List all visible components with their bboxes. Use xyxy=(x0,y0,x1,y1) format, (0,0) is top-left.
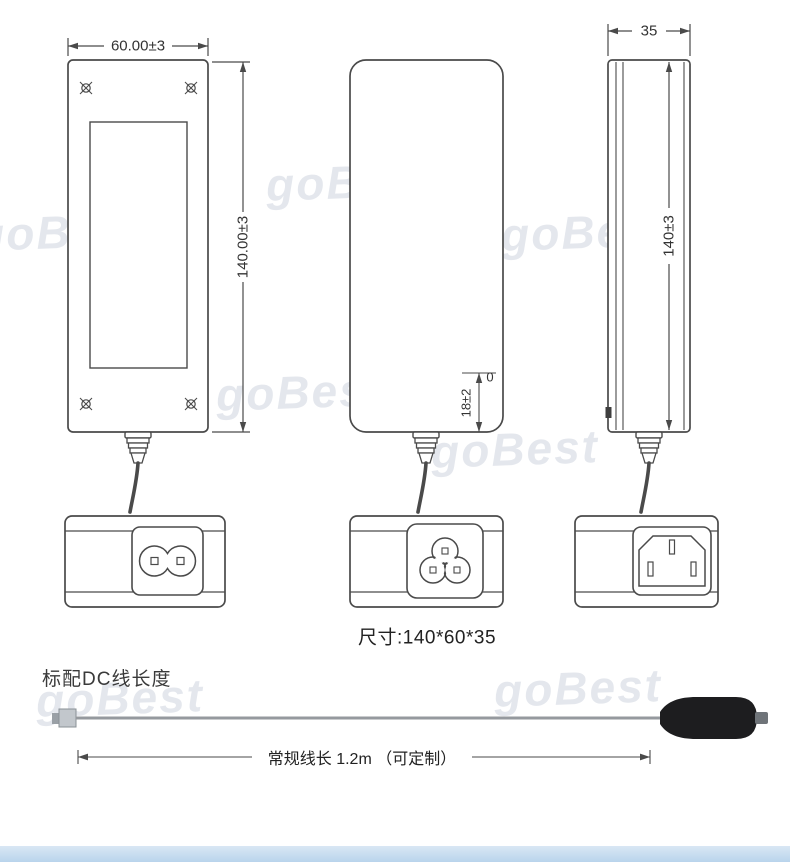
middle-view xyxy=(349,59,504,514)
overall-size-label: 尺寸:140*60*35 xyxy=(357,627,497,649)
middle-body xyxy=(349,59,504,433)
dc-plug xyxy=(660,697,757,739)
screw-icon xyxy=(79,397,93,411)
arrow-icon xyxy=(665,420,673,430)
arrow-icon xyxy=(475,422,483,432)
screw-icon xyxy=(184,81,198,95)
middle-zero-label: 0 xyxy=(486,369,494,385)
arrow-icon xyxy=(665,62,673,72)
front-width-dim-label: 60.00±3 xyxy=(110,37,166,55)
cable-end-connector xyxy=(58,708,77,728)
dc-cable-drawing xyxy=(52,697,768,764)
dc-plug-tip xyxy=(755,712,768,724)
front-view xyxy=(67,38,250,514)
arrow-icon xyxy=(239,62,247,72)
cable-end-nub xyxy=(52,713,60,724)
inlet-view-c8 xyxy=(64,515,226,608)
output-cable xyxy=(123,430,153,514)
cable-length-label: 常规线长 1.2m （可定制） xyxy=(267,751,457,768)
front-height-dim-label: 140.00±3 xyxy=(234,215,252,279)
screw-icon xyxy=(184,397,198,411)
side-view xyxy=(605,24,691,514)
side-body xyxy=(607,59,691,433)
footer-accent-bar xyxy=(0,846,790,862)
arrow-icon xyxy=(78,753,88,761)
arrow-icon xyxy=(198,42,208,50)
side-depth-dim-label: 35 xyxy=(640,22,658,40)
output-cable xyxy=(634,430,664,514)
arrow-icon xyxy=(680,27,690,35)
arrow-icon xyxy=(608,27,618,35)
c14-socket-icon xyxy=(638,535,706,587)
dc-cable-section-title: 标配DC线长度 xyxy=(42,669,172,690)
side-detail-mark xyxy=(605,407,612,418)
inlet-view-c6 xyxy=(349,515,504,608)
c8-socket-icon xyxy=(138,545,197,577)
middle-inlet-dim-label: 18±2 xyxy=(458,388,474,418)
label-area xyxy=(89,121,188,369)
output-cable xyxy=(411,430,441,514)
c6-socket-icon xyxy=(419,537,471,584)
side-height-dim-label: 140±3 xyxy=(660,215,678,257)
arrow-icon xyxy=(239,422,247,432)
arrow-icon xyxy=(475,373,483,383)
inlet-view-c14 xyxy=(574,515,719,608)
arrow-icon xyxy=(640,753,650,761)
arrow-icon xyxy=(68,42,78,50)
screw-icon xyxy=(79,81,93,95)
front-height-dimension-lines xyxy=(212,61,250,433)
